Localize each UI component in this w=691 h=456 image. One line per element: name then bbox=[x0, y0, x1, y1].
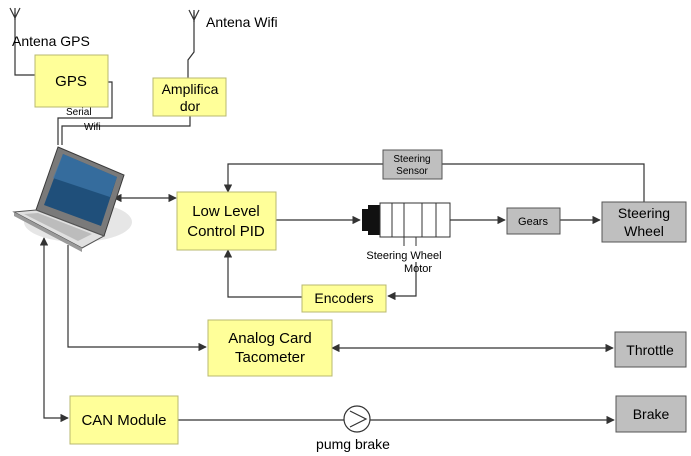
throttle-block: Throttle bbox=[614, 331, 687, 368]
pid-label-line2: Control PID bbox=[187, 223, 265, 240]
gps-antenna-label: Antena GPS bbox=[12, 33, 90, 49]
gears-label: Gears bbox=[518, 216, 548, 228]
gears-block: Gears bbox=[506, 207, 561, 235]
pump-label: pumg brake bbox=[316, 436, 390, 452]
sensor-pid-arrow bbox=[223, 163, 383, 193]
analog-card-label-line2: Tacometer bbox=[235, 349, 305, 366]
steering-sensor-block: Steering Sensor bbox=[382, 149, 443, 180]
analog-card-block: Analog Card Tacometer bbox=[207, 319, 333, 377]
steering-wheel-block: Steering Wheel bbox=[601, 201, 687, 243]
gps-block: GPS bbox=[34, 54, 109, 108]
motor-label-line1: Steering Wheel bbox=[366, 250, 441, 262]
amplifier-block: Amplifica dor bbox=[152, 77, 227, 117]
pid-controller-block: Low Level Control PID bbox=[176, 191, 277, 251]
motor-label-line2: Motor bbox=[404, 263, 432, 275]
encoders-pid-arrow bbox=[223, 249, 302, 298]
gps-antenna-icon bbox=[9, 7, 21, 20]
wifi-antenna-line bbox=[187, 12, 195, 78]
wifi-label: Wifi bbox=[84, 122, 101, 133]
laptop-can-arrow bbox=[39, 237, 69, 423]
wifi-antenna-icon bbox=[188, 9, 200, 22]
steering-wheel-label-line1: Steering bbox=[618, 205, 670, 221]
gps-antenna-line bbox=[14, 12, 35, 76]
can-module-block: CAN Module bbox=[69, 395, 179, 445]
amplifier-label-line1: Amplifica bbox=[162, 81, 219, 97]
steering-sensor-line1: Steering bbox=[393, 154, 430, 165]
gps-block-label: GPS bbox=[55, 73, 87, 90]
connections bbox=[14, 12, 645, 425]
steering-sensor-line2: Sensor bbox=[396, 166, 428, 177]
steering-motor-icon bbox=[362, 202, 451, 246]
amplifier-wifi-line bbox=[61, 116, 191, 145]
pid-label-line1: Low Level bbox=[192, 203, 260, 220]
steering-wheel-label-line2: Wheel bbox=[624, 223, 664, 239]
can-module-label: CAN Module bbox=[81, 412, 166, 429]
motor-encoders-arrow bbox=[387, 262, 417, 301]
serial-label: Serial bbox=[66, 107, 92, 118]
laptop-analog-arrow bbox=[67, 245, 207, 352]
throttle-label: Throttle bbox=[626, 342, 674, 358]
wifi-antenna-label: Antena Wifi bbox=[206, 14, 278, 30]
pump-icon bbox=[343, 405, 371, 433]
gps-serial-line bbox=[57, 81, 113, 145]
sensor-loop-line bbox=[442, 163, 645, 202]
brake-label: Brake bbox=[633, 406, 670, 422]
analog-card-label-line1: Analog Card bbox=[228, 330, 311, 347]
brake-block: Brake bbox=[615, 395, 687, 433]
amplifier-label-line2: dor bbox=[180, 98, 201, 114]
encoders-label: Encoders bbox=[314, 290, 373, 306]
encoders-block: Encoders bbox=[301, 284, 387, 313]
laptop-icon bbox=[12, 146, 132, 252]
